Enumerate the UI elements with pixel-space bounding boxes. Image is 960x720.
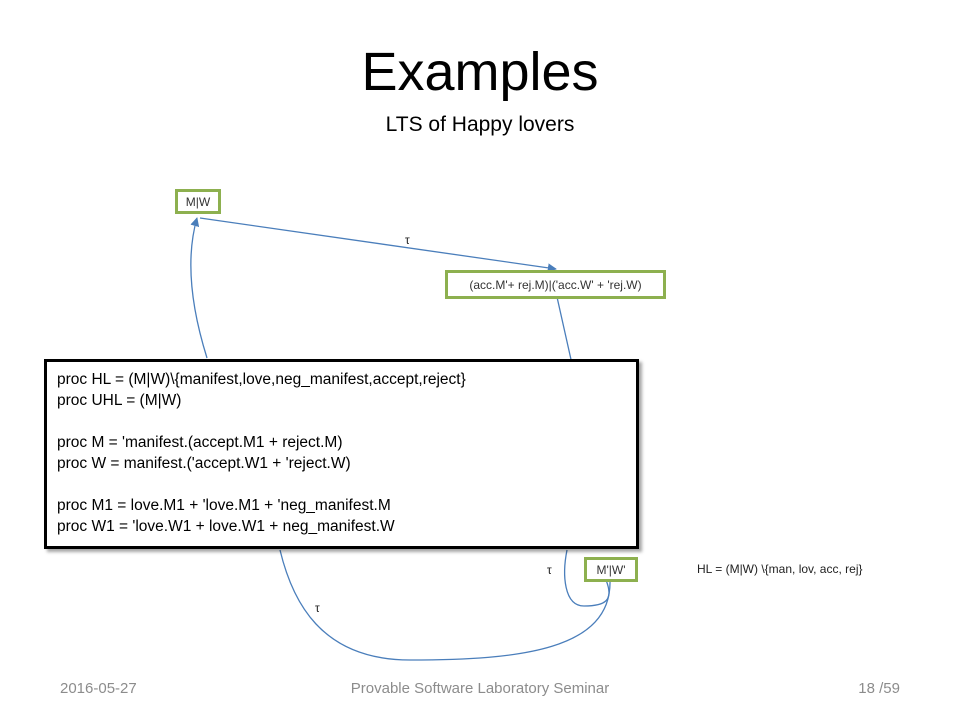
slide-title: Examples bbox=[361, 42, 599, 102]
tau-label-bottom: τ bbox=[315, 601, 320, 615]
code-line: proc HL = (M|W)\{manifest,love,neg_manif… bbox=[57, 371, 466, 388]
footer-date: 2016-05-27 bbox=[60, 680, 137, 697]
code-line bbox=[57, 411, 626, 432]
edge-bottom-return bbox=[279, 549, 611, 661]
code-line: proc W1 = 'love.W1 + love.W1 + neg_manif… bbox=[57, 518, 395, 535]
code-line: proc M = 'manifest.(accept.M1 + reject.M… bbox=[57, 434, 343, 451]
footer-title: Provable Software Laboratory Seminar bbox=[350, 680, 610, 697]
footer-page-number: 18 /59 bbox=[858, 680, 900, 697]
edge-choice-down bbox=[556, 296, 573, 365]
state-mw: M|W bbox=[175, 189, 221, 214]
code-line: proc W = manifest.('accept.W1 + 'reject.… bbox=[57, 455, 351, 472]
tau-label-top: τ bbox=[405, 233, 410, 247]
edge-back-to-mw bbox=[190, 217, 208, 359]
code-line: proc M1 = love.M1 + 'love.M1 + 'neg_mani… bbox=[57, 497, 391, 514]
hl-definition: HL = (M|W) \{man, lov, acc, rej} bbox=[697, 562, 863, 576]
state-choice: (acc.M'+ rej.M)|('acc.W' + 'rej.W) bbox=[445, 270, 666, 299]
process-definitions-box: proc HL = (M|W)\{manifest,love,neg_manif… bbox=[44, 359, 639, 549]
code-line bbox=[57, 474, 626, 495]
tau-label-right: τ bbox=[547, 563, 552, 577]
state-primed: M'|W' bbox=[584, 557, 638, 582]
code-line: proc UHL = (M|W) bbox=[57, 392, 182, 409]
slide-subtitle: LTS of Happy lovers bbox=[385, 113, 575, 136]
edge-mw-to-choice bbox=[199, 217, 557, 273]
